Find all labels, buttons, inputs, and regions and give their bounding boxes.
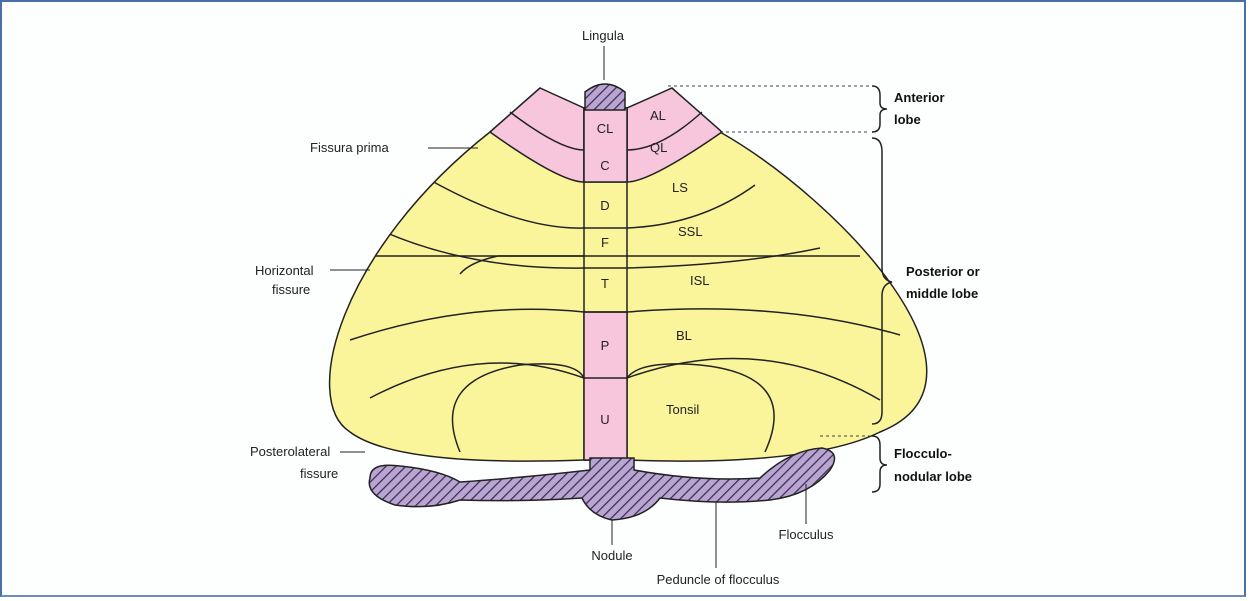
segment-cl: CL <box>597 121 614 136</box>
lobe-flocculonodular-2: nodular lobe <box>894 469 972 484</box>
segment-al: AL <box>650 108 666 123</box>
label-horizontal-fissure-1: Horizontal <box>255 263 314 278</box>
flocculonodular-shape <box>369 448 834 520</box>
segment-f: F <box>601 235 609 250</box>
label-flocculus: Flocculus <box>779 527 834 542</box>
segment-c: C <box>600 158 609 173</box>
segment-ls: LS <box>672 180 688 195</box>
lobe-anterior-1: Anterior <box>894 90 945 105</box>
brace-anterior <box>872 86 887 132</box>
lingula-shape <box>585 84 625 110</box>
lobe-posterior-1: Posterior or <box>906 264 980 279</box>
label-posterolateral-fissure-1: Posterolateral <box>250 444 330 459</box>
lobe-posterior-2: middle lobe <box>906 286 978 301</box>
label-horizontal-fissure-2: fissure <box>272 282 310 297</box>
lobe-anterior-2: lobe <box>894 112 921 127</box>
segment-ql: QL <box>650 140 667 155</box>
segment-ssl: SSL <box>678 224 703 239</box>
label-fissura-prima: Fissura prima <box>310 140 390 155</box>
segment-t: T <box>601 276 609 291</box>
label-posterolateral-fissure-2: fissure <box>300 466 338 481</box>
segment-d: D <box>600 198 609 213</box>
label-nodule: Nodule <box>591 548 632 563</box>
segment-u: U <box>600 412 609 427</box>
brace-flocculonodular <box>872 436 887 492</box>
segment-isl: ISL <box>690 273 710 288</box>
label-peduncle-of-flocculus: Peduncle of flocculus <box>657 572 780 587</box>
vermis-lower-pink <box>584 312 627 460</box>
segment-bl: BL <box>676 328 692 343</box>
lobe-flocculonodular-1: Flocculo- <box>894 446 952 461</box>
segment-p: P <box>601 338 610 353</box>
segment-tonsil: Tonsil <box>666 402 699 417</box>
label-lingula: Lingula <box>582 28 625 43</box>
